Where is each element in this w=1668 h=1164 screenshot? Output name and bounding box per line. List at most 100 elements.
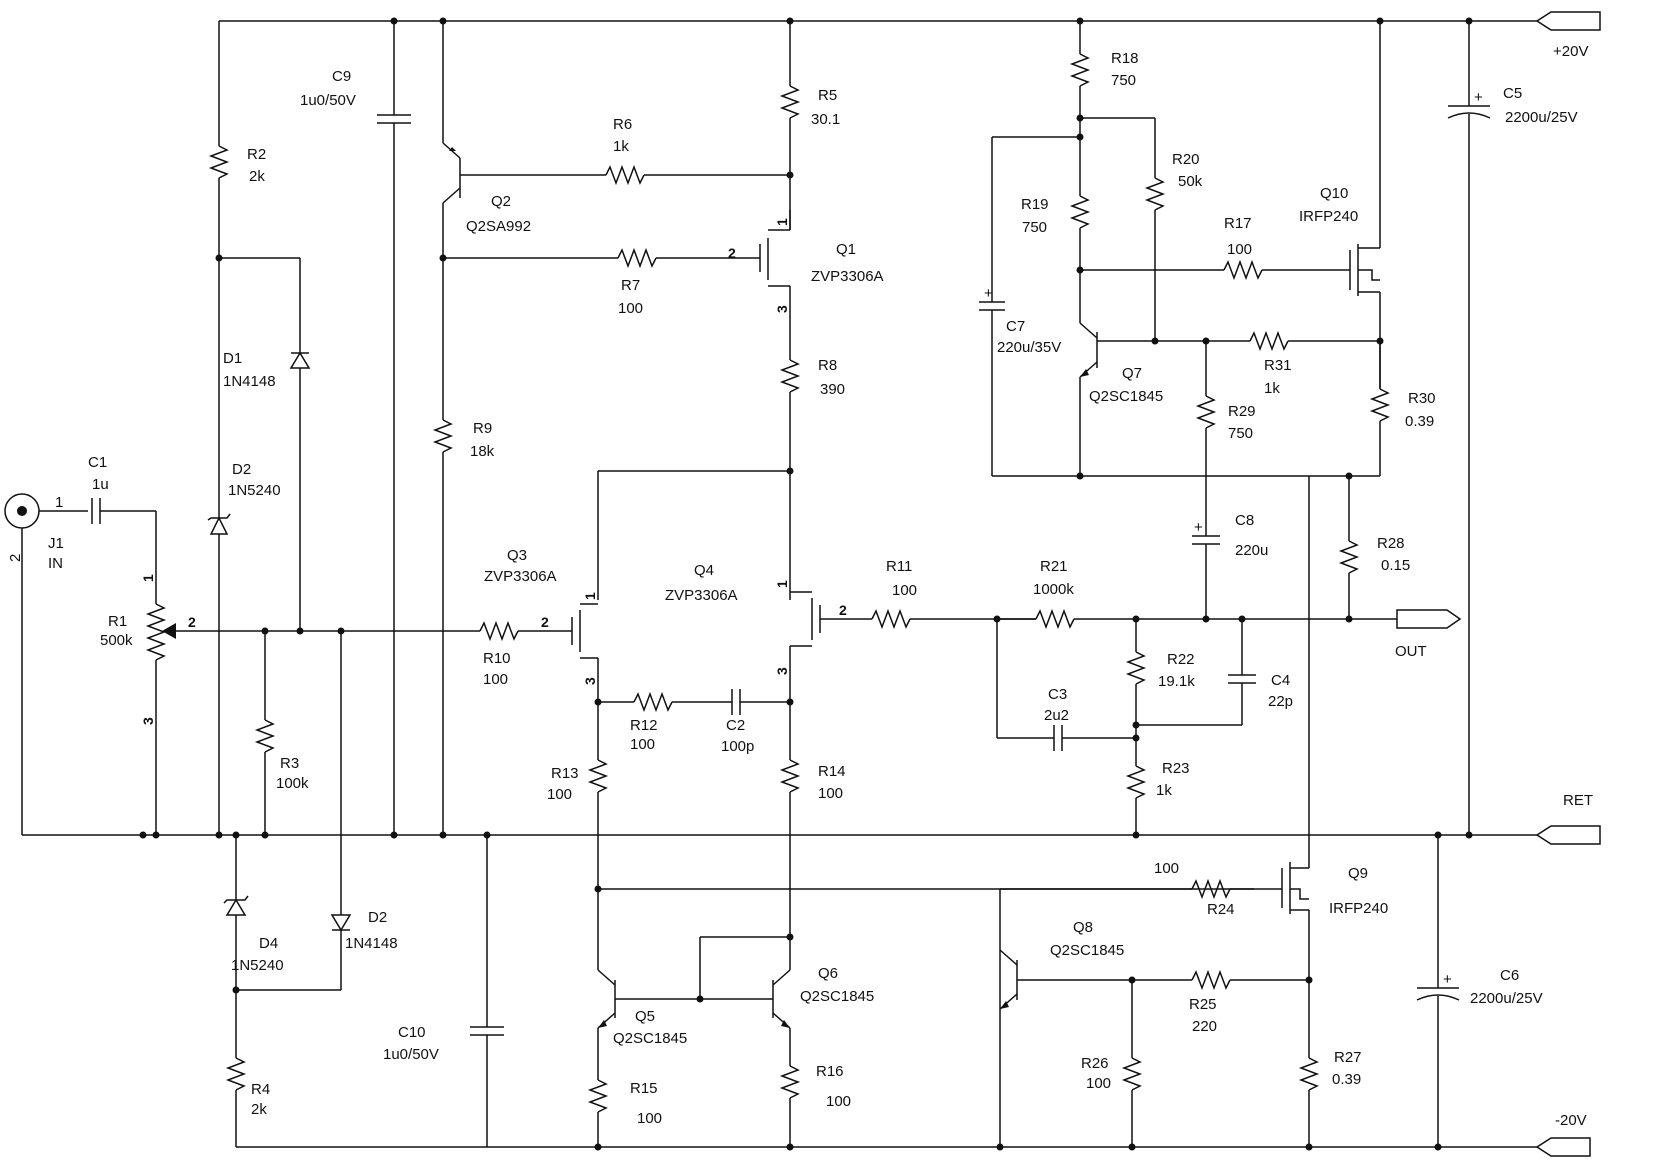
svg-text:Q8: Q8 [1073,919,1093,936]
svg-text:100: 100 [637,1110,662,1127]
r7-resistor: R7 100 2 [443,245,760,317]
svg-text:C1: C1 [88,454,107,471]
r5-resistor: R5 30.1 [779,21,840,230]
svg-text:100: 100 [892,582,917,599]
svg-text:2: 2 [728,245,736,261]
svg-text:1u0/50V: 1u0/50V [383,1046,439,1063]
svg-text:100: 100 [1154,860,1179,877]
svg-text:R7: R7 [621,277,640,294]
svg-text:R20: R20 [1172,151,1200,168]
r31-resistor: R31 1k [1249,330,1380,397]
svg-text:2: 2 [541,614,549,630]
svg-text:D2: D2 [368,909,387,926]
r10-resistor: R10 100 2 [479,614,572,688]
svg-text:3: 3 [140,717,156,725]
svg-text:100: 100 [630,736,655,753]
rail-ret: RET [22,792,1601,845]
d2-diode-bottom: D2 1N4148 [236,909,398,991]
r4-resistor: R4 2k [225,1057,270,1147]
svg-text:Q9: Q9 [1348,865,1368,882]
svg-text:100: 100 [1086,1075,1111,1092]
svg-text:R12: R12 [630,717,658,734]
q9-nmos: Q9 IRFP240 [1281,862,1388,1058]
svg-text:R18: R18 [1111,50,1139,67]
svg-text:30.1: 30.1 [811,111,840,128]
svg-text:100: 100 [618,300,643,317]
svg-text:IRFP240: IRFP240 [1299,208,1358,225]
svg-text:100k: 100k [276,775,309,792]
junction-dots [139,17,1473,1151]
svg-text:220u/35V: 220u/35V [997,339,1061,356]
svg-text:2k: 2k [251,1101,267,1118]
q1-pmos: 1 3 Q1 ZVP3306A [759,210,884,360]
d4-zener: D4 1N5240 [223,835,284,1058]
svg-text:+: + [984,285,993,302]
out-label: OUT [1395,643,1427,660]
svg-text:R31: R31 [1264,357,1292,374]
r21-resistor: R21 1000k [997,558,1397,630]
r3-resistor: R3 100k [254,631,309,835]
rail-neg: -20V [236,1112,1591,1157]
svg-text:18k: 18k [470,443,495,460]
c10-capacitor: C10 1u0/50V [383,835,504,1147]
out-terminal: OUT [1395,609,1462,660]
svg-text:1: 1 [55,494,63,511]
svg-text:750: 750 [1022,219,1047,236]
svg-text:R17: R17 [1224,215,1252,232]
q8-npn-transistor: Q8 Q2SC1845 [999,919,1192,1010]
c6-capacitor: + C6 2200u/25V [1416,835,1543,1147]
svg-text:Q5: Q5 [635,1008,655,1025]
r8-resistor: R8 390 [779,357,845,600]
q2-pnp-transistor: Q2 Q2SA992 [442,21,531,420]
r26-resistor: R26 100 [1081,980,1143,1147]
rail-neg-label: -20V [1555,1112,1587,1129]
svg-text:R13: R13 [551,765,579,782]
svg-text:+: + [1474,89,1483,106]
svg-text:1k: 1k [613,138,629,155]
svg-text:100p: 100p [721,738,754,755]
svg-text:R19: R19 [1021,196,1049,213]
svg-text:Q2SA992: Q2SA992 [466,218,531,235]
r19-resistor: R19 750 [1021,195,1091,323]
d2-zener: D2 1N5240 [207,461,281,835]
c7-capacitor: + C7 220u/35V [979,137,1061,476]
svg-text:3: 3 [774,305,790,313]
svg-text:R24: R24 [1207,901,1235,918]
svg-text:R10: R10 [483,650,511,667]
svg-text:390: 390 [820,381,845,398]
rail-pos-label: +20V [1553,43,1588,60]
r24-resistor: 100 R24 [999,860,1282,1147]
svg-text:100: 100 [547,786,572,803]
r18-resistor: R18 750 [1069,21,1139,196]
r6-resistor: R6 1k [460,116,790,186]
svg-text:22p: 22p [1268,693,1293,710]
svg-text:R21: R21 [1040,558,1068,575]
r15-resistor: R15 100 [587,1060,662,1147]
svg-text:3: 3 [582,677,598,685]
svg-text:IRFP240: IRFP240 [1329,900,1388,917]
svg-text:R3: R3 [280,755,299,772]
svg-text:50k: 50k [1178,173,1203,190]
svg-text:Q2SC1845: Q2SC1845 [1089,388,1163,405]
svg-text:ZVP3306A: ZVP3306A [665,587,738,604]
r1-potentiometer: 1 2 3 R1 500k [100,511,480,835]
svg-text:2200u/25V: 2200u/25V [1470,990,1543,1007]
svg-text:C7: C7 [1006,318,1025,335]
svg-text:R16: R16 [816,1063,844,1080]
svg-text:R14: R14 [818,763,846,780]
svg-text:C5: C5 [1503,85,1522,102]
r27-resistor: R27 0.39 [1298,1049,1362,1147]
r13-resistor: R13 100 [547,759,609,970]
svg-text:1u: 1u [92,476,109,493]
svg-text:C2: C2 [726,717,745,734]
svg-text:R22: R22 [1167,651,1195,668]
svg-text:500k: 500k [100,632,133,649]
r23-resistor: R23 1k [1125,760,1190,835]
svg-text:D4: D4 [259,935,278,952]
svg-text:C9: C9 [332,68,351,85]
svg-text:R15: R15 [630,1080,658,1097]
j1-ref: J1 [48,535,64,552]
svg-text:1: 1 [582,592,598,600]
j1-value: IN [48,555,63,572]
svg-text:Q2SC1845: Q2SC1845 [613,1030,687,1047]
